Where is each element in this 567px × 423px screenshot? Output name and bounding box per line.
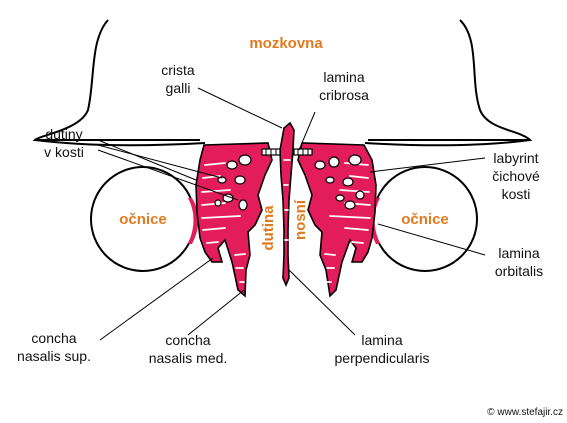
cranial-floor-left	[34, 139, 206, 147]
crista-galli-and-perpendicular-plate	[279, 121, 295, 288]
label-concha-med-line2: nasalis med.	[149, 350, 228, 366]
label-lamina-cribrosa-line1: lamina	[323, 69, 364, 85]
leader-lines	[97, 87, 486, 341]
label-dutiny-line2: v kosti	[44, 144, 84, 160]
label-dutiny-line1: dutiny	[45, 126, 82, 142]
copyright-text: © www.stefajir.cz	[487, 407, 563, 418]
label-labyrint-line3: kosti	[502, 186, 531, 202]
label-ocnice-right: očnice	[401, 211, 449, 228]
label-crista-galli-line1: crista	[161, 62, 195, 78]
label-concha-med-line1: concha	[165, 332, 210, 348]
label-lamina-perpendicularis-line1: lamina	[361, 332, 402, 348]
label-dutina: dutina	[260, 205, 277, 251]
label-labyrint-line2: čichové	[492, 168, 540, 184]
label-nosni: nosní	[292, 199, 309, 240]
label-lamina-perpendicularis-line2: perpendicularis	[335, 350, 430, 366]
air-cells-right	[314, 154, 365, 210]
septum-texture	[283, 159, 291, 241]
lamina-orbitalis-left	[188, 198, 199, 244]
label-concha-sup-line1: concha	[31, 330, 76, 346]
cranial-cavity-outline	[32, 19, 533, 141]
label-mozkovna: mozkovna	[249, 35, 323, 52]
ethmoid-labyrinth-right	[297, 142, 377, 298]
cranial-floor-right	[364, 139, 531, 147]
label-labyrint-line1: labyrint	[493, 150, 538, 166]
lamina-cribrosa	[261, 148, 313, 156]
label-concha-sup-line2: nasalis sup.	[17, 348, 91, 364]
label-lamina-orbitalis-line2: orbitalis	[495, 263, 543, 279]
label-lamina-cribrosa-line2: cribrosa	[319, 87, 369, 103]
label-crista-galli-line2: galli	[166, 80, 191, 96]
label-ocnice-left: očnice	[119, 211, 167, 228]
label-lamina-orbitalis-line1: lamina	[498, 245, 539, 261]
ethmoid-labyrinth-left	[195, 142, 273, 298]
